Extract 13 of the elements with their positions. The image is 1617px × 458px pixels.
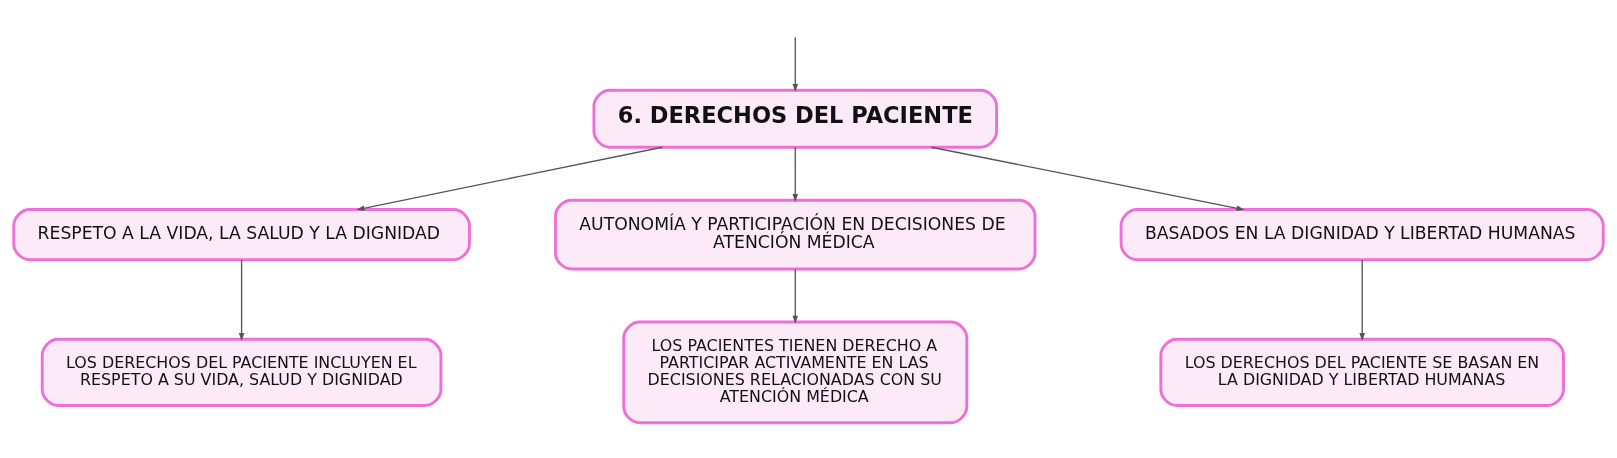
arrow <box>792 36 799 92</box>
arrow <box>1359 258 1365 341</box>
node-box: LOS PACIENTES TIENEN DERECHO A PARTICIPAR ACTIVAMENTE EN LAS DECISIONES RELACIONADAS CON SU ATENCIÓN MÉDICA <box>622 320 969 424</box>
arrow <box>792 268 799 324</box>
arrow <box>356 146 663 211</box>
arrow <box>792 146 799 202</box>
node-box: RESPETO A LA VIDA, LA SALUD Y LA DIGNIDAD <box>12 207 471 261</box>
node-box: LOS DERECHOS DEL PACIENTE INCLUYEN EL RESPETO A SU VIDA, SALUD Y DIGNIDAD <box>40 337 443 407</box>
arrow <box>930 146 1245 211</box>
arrow <box>238 258 245 341</box>
node-box: 6. DERECHOS DEL PACIENTE <box>592 88 999 149</box>
node-box: LOS DERECHOS DEL PACIENTE SE BASAN EN LA DIGNIDAD Y LIBERTAD HUMANAS <box>1159 337 1565 407</box>
node-box: AUTONOMÍA Y PARTICIPACIÓN EN DECISIONES DE ATENCIÓN MÉDICA <box>554 198 1037 270</box>
